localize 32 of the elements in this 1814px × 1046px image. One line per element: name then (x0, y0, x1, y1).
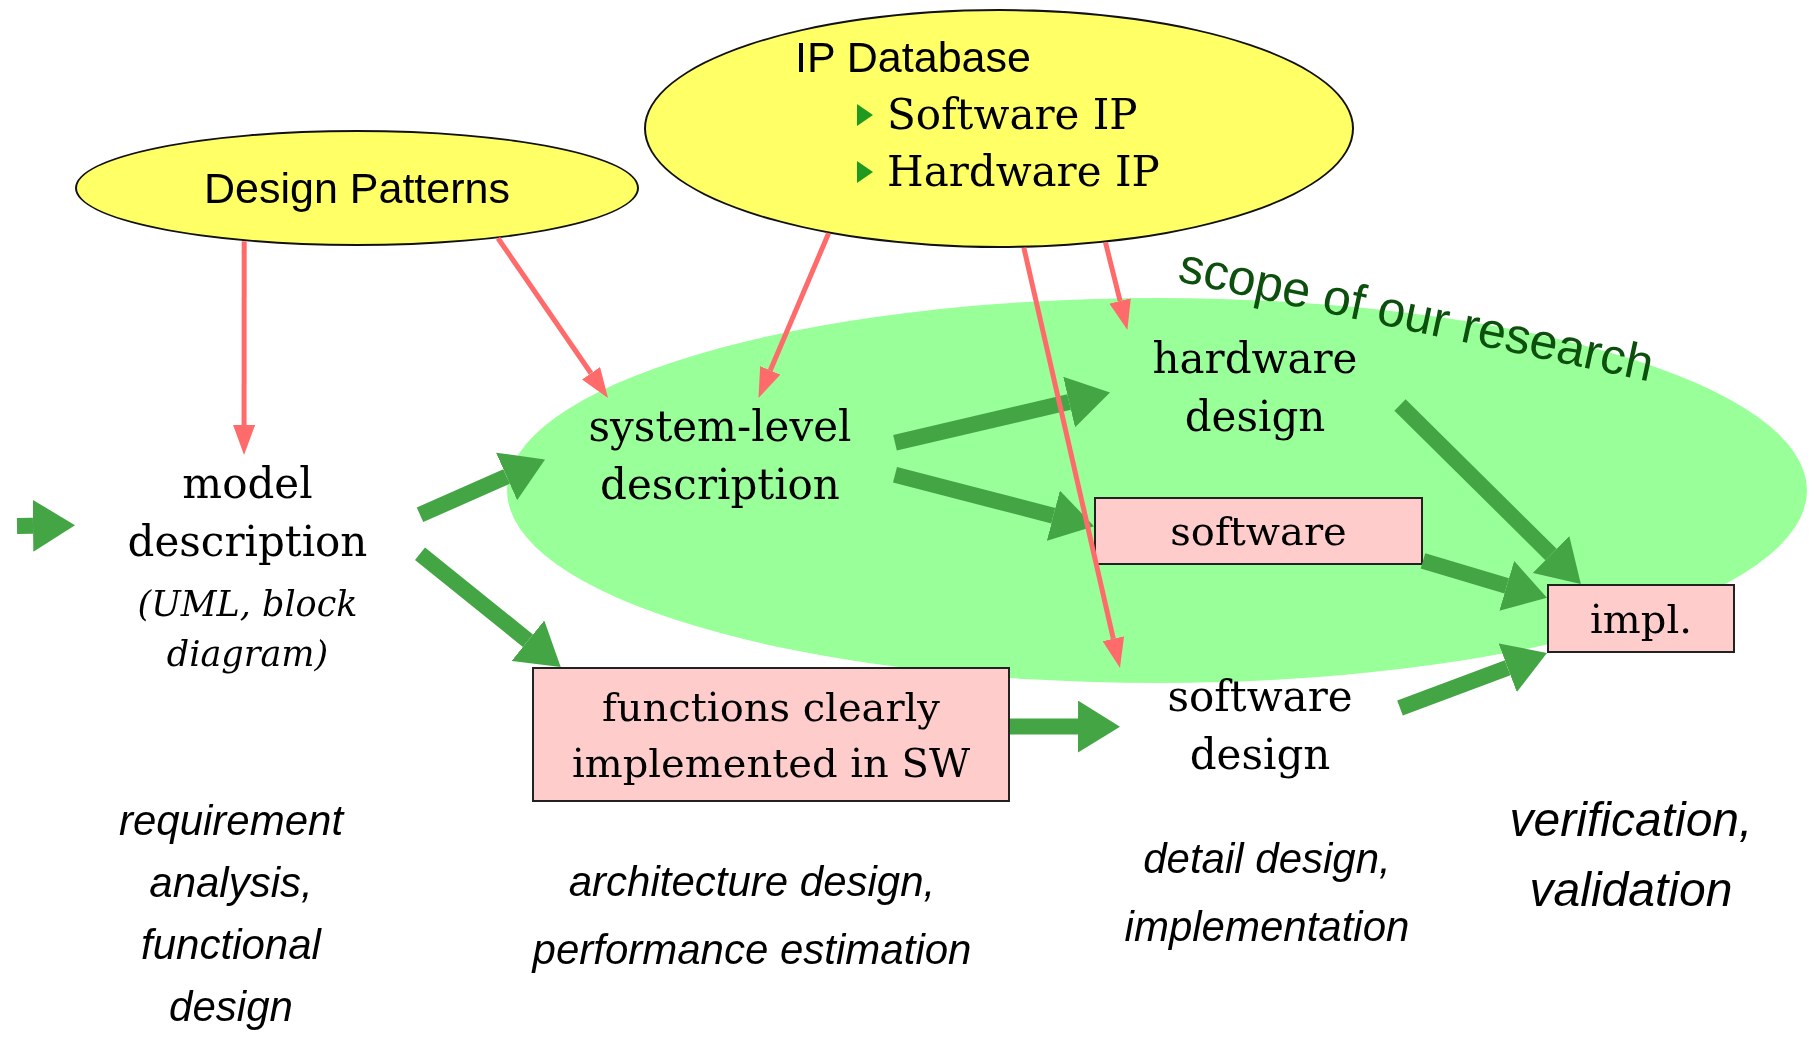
list-item: Hardware IP (887, 147, 1160, 196)
arrow (1394, 399, 1581, 584)
arrow (233, 241, 256, 455)
node-label: system-level description (587, 401, 853, 511)
arrow (1397, 643, 1547, 716)
box-label: software (1170, 507, 1347, 556)
phase-label: detail design, implementation (1123, 834, 1411, 952)
node-note: (UML, block diagram) (136, 583, 359, 676)
node-label: model description (126, 458, 369, 568)
ellipse-label: Design Patterns (203, 163, 511, 213)
process-box (1094, 497, 1423, 565)
arrow (416, 452, 545, 523)
list-item: Software IP (887, 90, 1138, 139)
phase-label: requirement analysis, functional design (117, 796, 346, 1032)
box-label: functions clearly implemented in SW (571, 682, 971, 788)
arrow (893, 376, 1110, 451)
arrow (1021, 247, 1125, 668)
ellipse-heading: IP Database (795, 33, 1032, 82)
phase-label: verification, validation (1508, 792, 1754, 918)
arrow (415, 547, 561, 667)
arrow (16, 499, 75, 552)
arrow (1009, 700, 1120, 753)
arrow (893, 467, 1094, 541)
node-label: hardware design (1151, 333, 1359, 443)
node-label: software design (1166, 671, 1354, 781)
box-label: impl. (1590, 594, 1692, 644)
arrow (1103, 241, 1131, 330)
arrow (1420, 553, 1547, 611)
arrow (758, 232, 831, 398)
phase-label: architecture design, performance estimation (530, 857, 973, 975)
arrow (495, 236, 608, 398)
process-box (532, 667, 1010, 802)
